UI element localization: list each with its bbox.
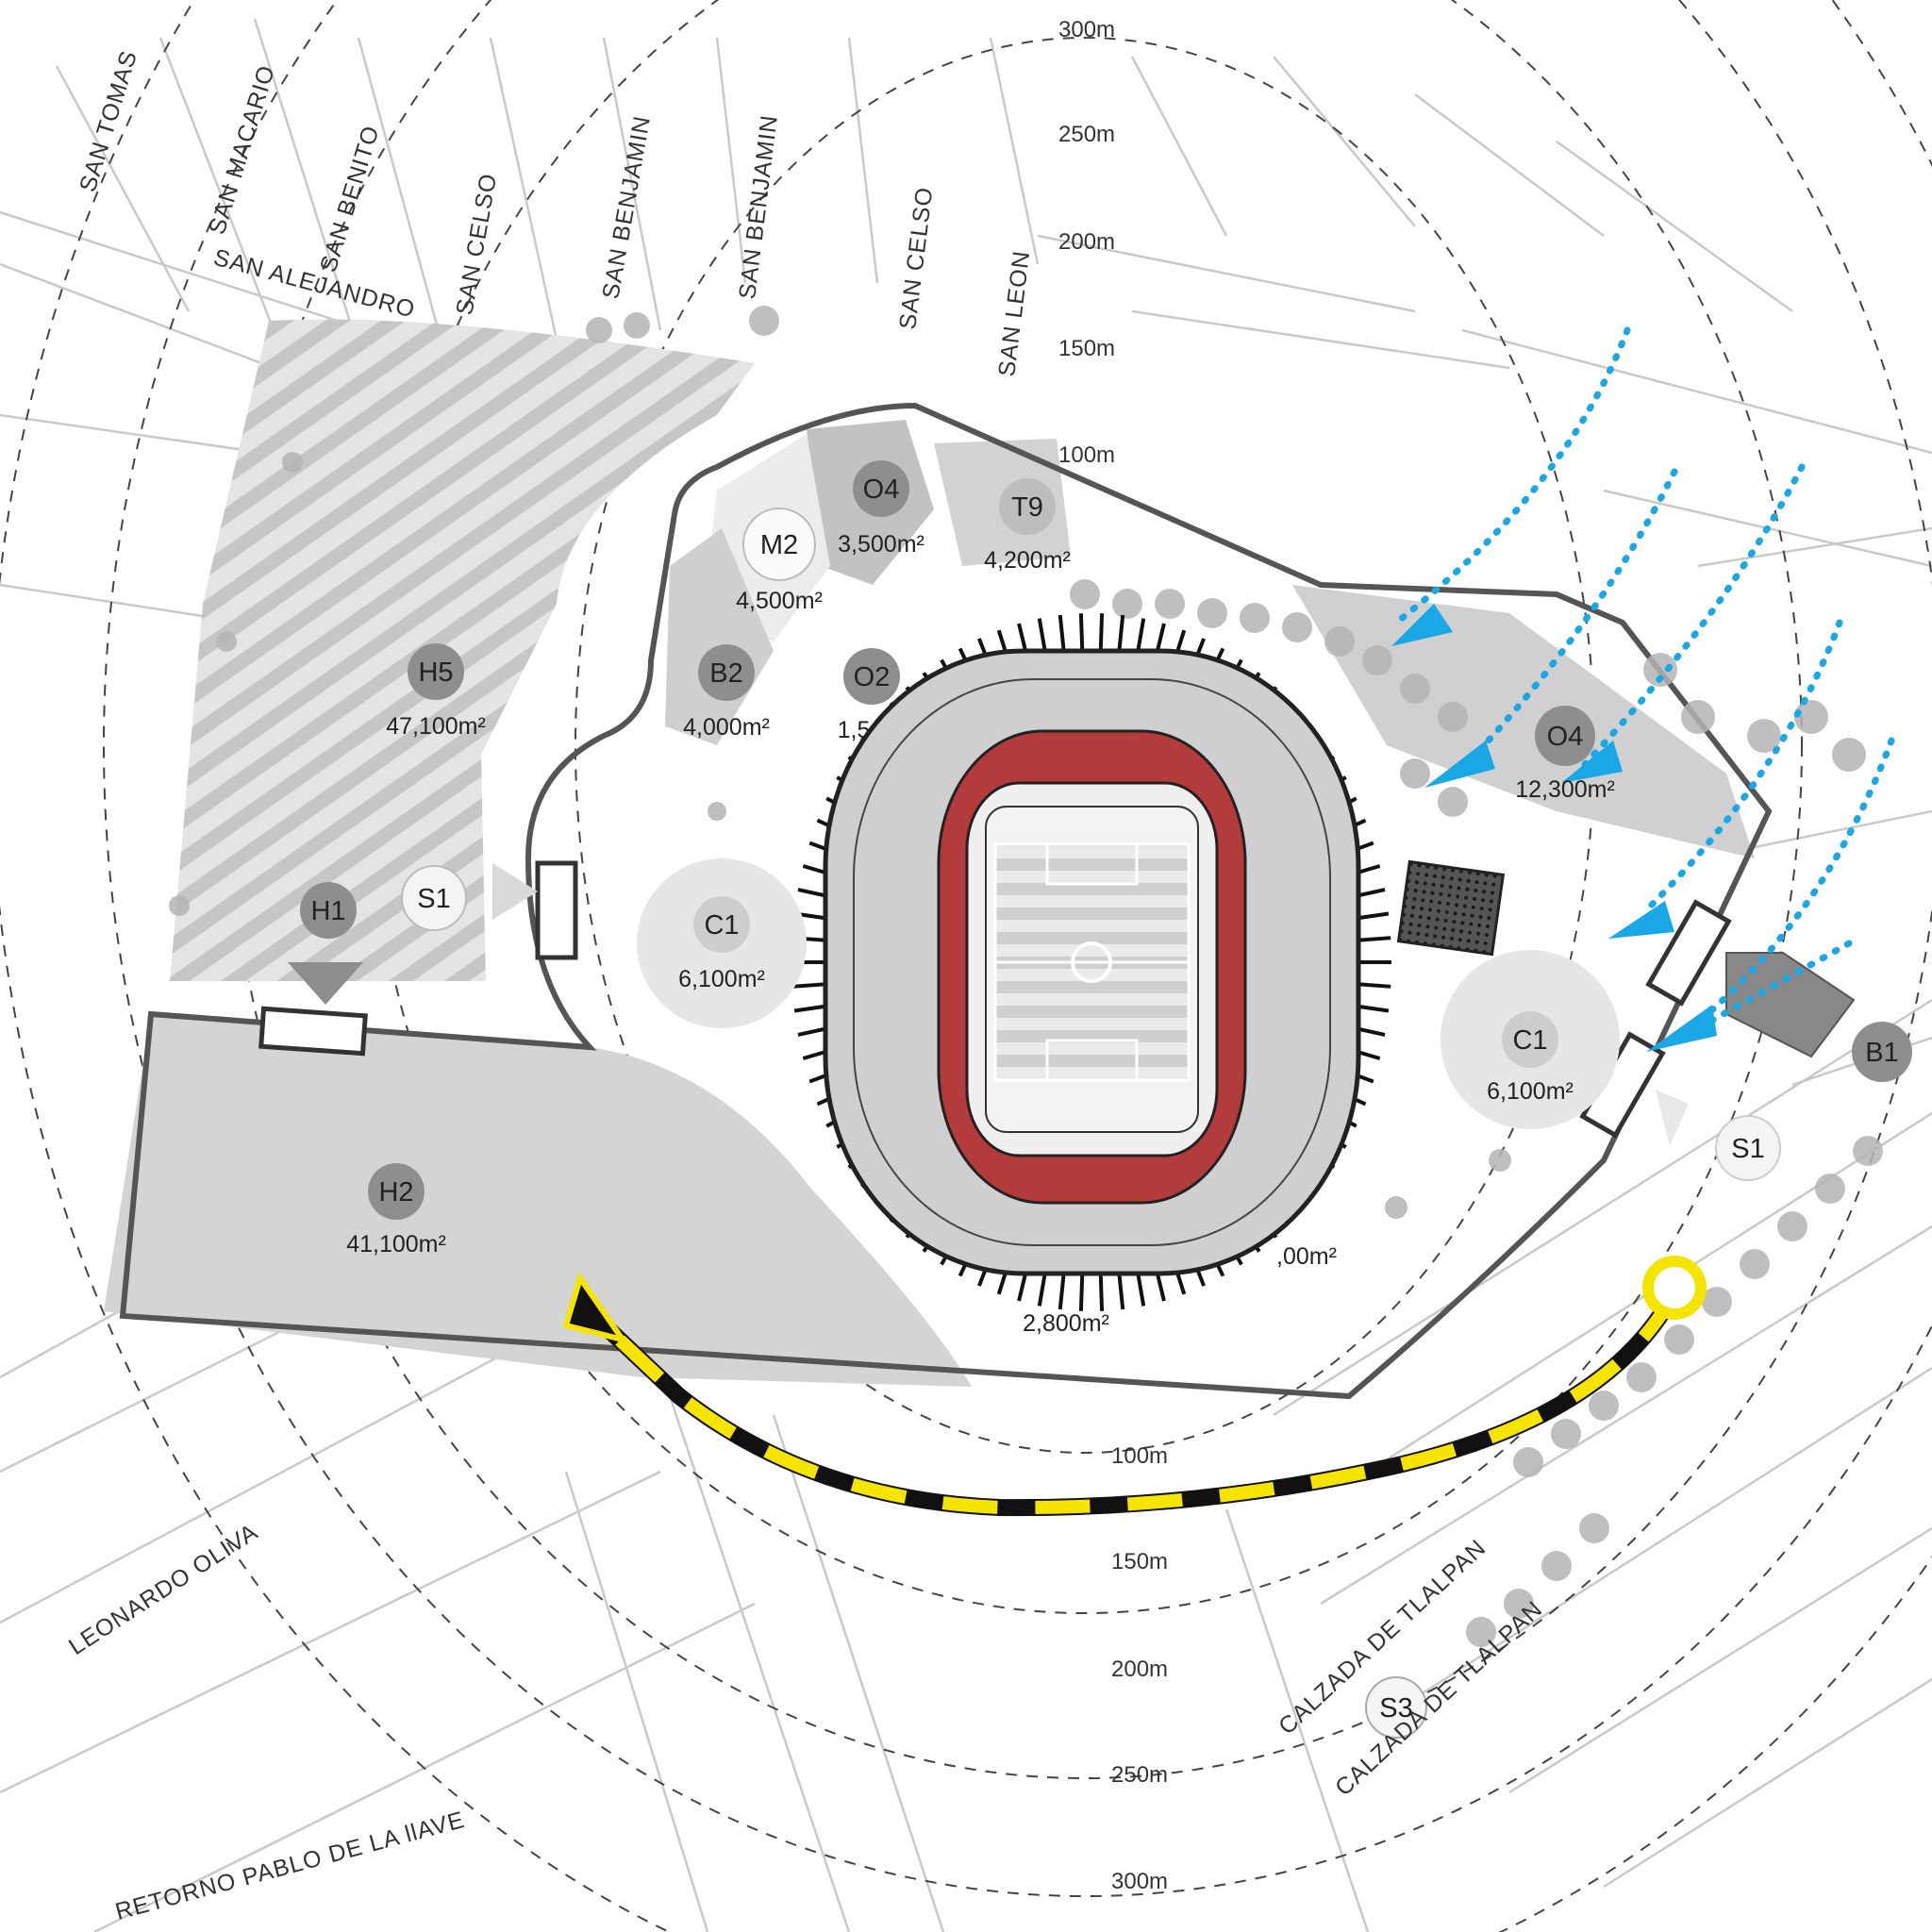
zone-h2-code: H2	[378, 1177, 413, 1208]
zone-t9-area-label: 4,200m²	[984, 547, 1071, 574]
zone-s1-east-code: S1	[1731, 1134, 1764, 1164]
soccer-pitch-icon	[993, 842, 1191, 1082]
zone-o4-east-circle	[1535, 706, 1595, 766]
zone-h5-circle	[408, 643, 464, 700]
zone-b1-circle	[1852, 1022, 1912, 1082]
screen-block	[1396, 859, 1506, 957]
zone-o4-north-area-label: 3,500m²	[838, 531, 924, 558]
ring-label-250m-north: 250m	[1058, 122, 1115, 147]
zone-h5-code: H5	[418, 658, 453, 688]
route-arrowhead	[562, 1272, 630, 1344]
zone-s1-west-code: S1	[417, 884, 450, 914]
entrance-pointers	[288, 863, 1689, 1146]
zone-c1-east-code: C1	[1512, 1025, 1547, 1056]
ring-label-250m-south: 250m	[1111, 1762, 1168, 1788]
ring-label-100m-north: 100m	[1058, 442, 1115, 468]
stadium-south-area-label: 2,800m²	[1023, 1310, 1109, 1337]
east-building	[1725, 952, 1856, 1058]
ring-label-200m-south: 200m	[1111, 1657, 1168, 1682]
ring-labels: 300m 250m 200m 150m 100m 100m 150m 200m …	[1058, 17, 1168, 1894]
ring-label-200m-north: 200m	[1058, 229, 1115, 255]
zone-m2-code: M2	[760, 530, 798, 560]
zone-m2-circle	[742, 508, 816, 581]
zone-m2-area-label: 4,500m²	[736, 588, 823, 614]
zone-o4-east-code: O4	[1547, 722, 1584, 752]
zone-c1-east-area-label: 6,100m²	[1487, 1078, 1574, 1105]
zone-s3-code: S3	[1379, 1693, 1412, 1724]
zone-b2-circle	[698, 644, 755, 701]
zone-b2-area-label: 4,000m²	[683, 714, 770, 741]
zone-c1-east-inner	[1502, 1011, 1558, 1068]
zone-h1-circle	[300, 882, 357, 939]
zone-c1-west-code: C1	[704, 910, 739, 941]
zone-o2-code: O2	[854, 662, 891, 692]
zone-h2-area	[104, 1014, 972, 1387]
gates	[258, 860, 1732, 1139]
pedestrian-flow-lines	[1392, 326, 1895, 1032]
zone-h5-area	[170, 319, 755, 981]
pedestrian-arrow-icon	[1391, 604, 1717, 1052]
zone-labels: H5 47,100m² H1 S1 M2 4,500m² O4 3,500m² …	[310, 475, 1898, 1724]
zone-c1-west-inner	[693, 896, 750, 953]
ring-label-150m-south: 150m	[1111, 1549, 1168, 1574]
ring-label-300m-south: 300m	[1111, 1869, 1168, 1894]
stadium-east-area-label: ,00m²	[1276, 1243, 1337, 1270]
zone-markers	[300, 460, 1912, 1739]
zone-s1-west-circle	[401, 865, 467, 931]
zone-s3-circle	[1365, 1676, 1427, 1739]
zone-o2-area-label: 1,5	[838, 717, 871, 743]
vehicle-route	[562, 1256, 1707, 1517]
ring-label-150m-north: 150m	[1058, 336, 1115, 361]
zone-h1-code: H1	[310, 896, 345, 926]
zone-c1-west-area-label: 6,100m²	[678, 966, 765, 992]
ring-label-100m-south: 100m	[1111, 1443, 1168, 1469]
zone-s1-east-circle	[1715, 1115, 1781, 1181]
zone-t9-code: T9	[1011, 492, 1043, 523]
zone-h5-area-label: 47,100m²	[386, 713, 486, 740]
zone-h2-circle	[368, 1163, 425, 1220]
zone-h2-area-label: 41,100m²	[346, 1231, 446, 1257]
zone-b2-code: B2	[709, 658, 742, 689]
zone-t9-circle	[999, 478, 1056, 535]
stadium-icon	[791, 613, 1391, 1311]
ring-label-300m-north: 300m	[1058, 17, 1115, 42]
trees	[169, 306, 1883, 1647]
zone-o4-north-circle	[853, 460, 909, 517]
zone-o4-north-code: O4	[863, 475, 900, 505]
zone-o2-circle	[843, 648, 900, 705]
site-boundary	[119, 402, 1773, 1400]
origin-point-icon	[1642, 1256, 1707, 1320]
zone-b1-code: B1	[1865, 1038, 1898, 1068]
zone-o4-east-area-label: 12,300m²	[1515, 776, 1615, 803]
